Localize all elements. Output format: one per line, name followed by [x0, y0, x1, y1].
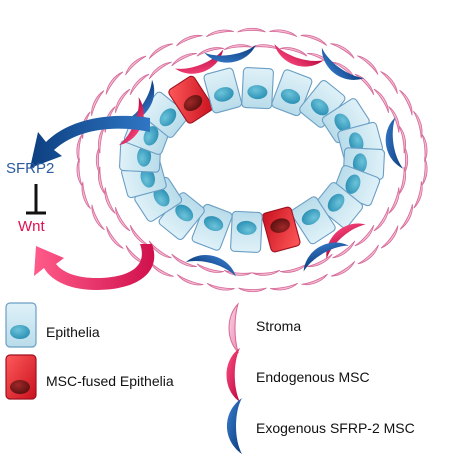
- exogenous-msc: [385, 117, 404, 169]
- stroma-cell: [196, 263, 224, 273]
- stroma-cell: [269, 29, 298, 38]
- epithelial-cell: [299, 79, 346, 128]
- stroma-cell: [251, 269, 281, 276]
- wnt-feedback-arrow: [34, 244, 155, 290]
- stroma-cell: [91, 90, 105, 116]
- stroma-cell: [223, 44, 253, 51]
- stroma-cell: [307, 253, 333, 267]
- legend-epithelia-label: Epithelia: [46, 324, 100, 340]
- stroma-cell: [413, 181, 423, 209]
- legend-epithelia-swatch: [5, 302, 37, 348]
- stroma-cell: [115, 206, 131, 232]
- stroma-cell: [91, 204, 105, 231]
- stroma-cell: [81, 181, 91, 210]
- stroma-cell: [176, 34, 203, 47]
- epithelial-cell: [241, 67, 274, 110]
- legend-endogenous-swatch: [226, 348, 240, 402]
- stroma-cell: [421, 157, 428, 186]
- stroma-cell: [357, 55, 379, 75]
- stroma-cell: [380, 71, 398, 94]
- epithelial-ring: [119, 67, 385, 253]
- stroma-cell: [115, 88, 131, 114]
- stroma-cell: [206, 282, 235, 291]
- stroma-cell: [237, 27, 266, 33]
- stroma-cell: [301, 273, 328, 286]
- stroma-cells: [76, 27, 428, 293]
- stroma-cell: [388, 106, 400, 133]
- stroma-cell: [105, 71, 124, 95]
- inhibition-symbol: [26, 184, 46, 215]
- stroma-cell: [148, 240, 172, 259]
- stroma-cell: [332, 240, 356, 259]
- legend-fused-swatch: [5, 354, 37, 400]
- exogenous-msc: [185, 255, 236, 277]
- stroma-cell: [373, 88, 389, 114]
- stroma-cell: [129, 73, 150, 96]
- stroma-cell: [270, 282, 299, 291]
- legend-endogenous-label: Endogenous MSC: [256, 369, 370, 385]
- epithelial-cell: [315, 182, 364, 229]
- stroma-cell: [106, 226, 124, 249]
- stroma-cell: [129, 224, 150, 247]
- stroma-cell: [205, 29, 234, 38]
- stroma-cell: [398, 166, 406, 195]
- stroma-cell: [413, 110, 423, 139]
- stroma-cell: [223, 269, 253, 276]
- msc-fused-epithelial-cell: [168, 75, 214, 124]
- wnt-label: Wnt: [18, 218, 45, 235]
- stroma-cell: [357, 244, 379, 265]
- epithelial-cell: [203, 67, 243, 114]
- stroma-cell: [76, 157, 83, 187]
- msc-cells: [118, 43, 404, 277]
- stroma-cell: [125, 55, 147, 76]
- exogenous-msc: [321, 47, 365, 80]
- stroma-cell: [330, 261, 356, 277]
- stroma-cell: [300, 34, 328, 46]
- stroma-cell: [196, 47, 224, 57]
- stroma-cell: [125, 245, 147, 265]
- epithelial-cell: [191, 203, 233, 251]
- stroma-cell: [148, 61, 172, 80]
- stroma-cell: [421, 133, 428, 163]
- exogenous-msc: [303, 242, 349, 272]
- legend-fused-label: MSC-fused Epithelia: [46, 373, 174, 389]
- endogenous-msc: [326, 223, 366, 259]
- endogenous-msc: [274, 43, 324, 67]
- stroma-cell: [171, 53, 197, 67]
- stroma-cell: [148, 43, 174, 59]
- stroma-cell: [373, 206, 389, 232]
- stroma-cell: [388, 187, 400, 214]
- legend-exogenous-swatch: [227, 398, 242, 454]
- epithelial-cell: [290, 196, 336, 245]
- stroma-cell: [171, 253, 197, 267]
- epithelial-cell: [271, 69, 313, 117]
- epithelial-cell: [230, 210, 263, 253]
- sfrp2-label: SFRP2: [6, 160, 55, 177]
- stroma-cell: [280, 47, 308, 57]
- stroma-cell: [104, 187, 116, 214]
- stroma-cell: [354, 73, 375, 96]
- stroma-cell: [98, 166, 106, 195]
- stroma-cell: [238, 287, 267, 293]
- stroma-cell: [399, 89, 413, 116]
- stroma-cell: [399, 204, 413, 230]
- stroma-cell: [354, 224, 375, 247]
- epithelial-cell: [134, 176, 183, 222]
- exogenous-msc: [204, 45, 256, 63]
- endogenous-msc: [175, 49, 224, 74]
- stroma-cell: [380, 225, 399, 249]
- msc-fused-epithelial-cell: [261, 206, 301, 253]
- stroma-cell: [398, 125, 406, 154]
- stroma-cell: [76, 134, 83, 163]
- sfrp2-secretion-arrow: [30, 115, 150, 168]
- legend-stroma-swatch: [228, 302, 240, 354]
- legend-stroma-label: Stroma: [256, 318, 302, 334]
- stroma-cell: [330, 43, 355, 59]
- legend-exogenous-label: Exogenous SFRP-2 MSC: [256, 420, 415, 436]
- stroma-cell: [176, 274, 204, 286]
- stroma-cell: [280, 263, 308, 273]
